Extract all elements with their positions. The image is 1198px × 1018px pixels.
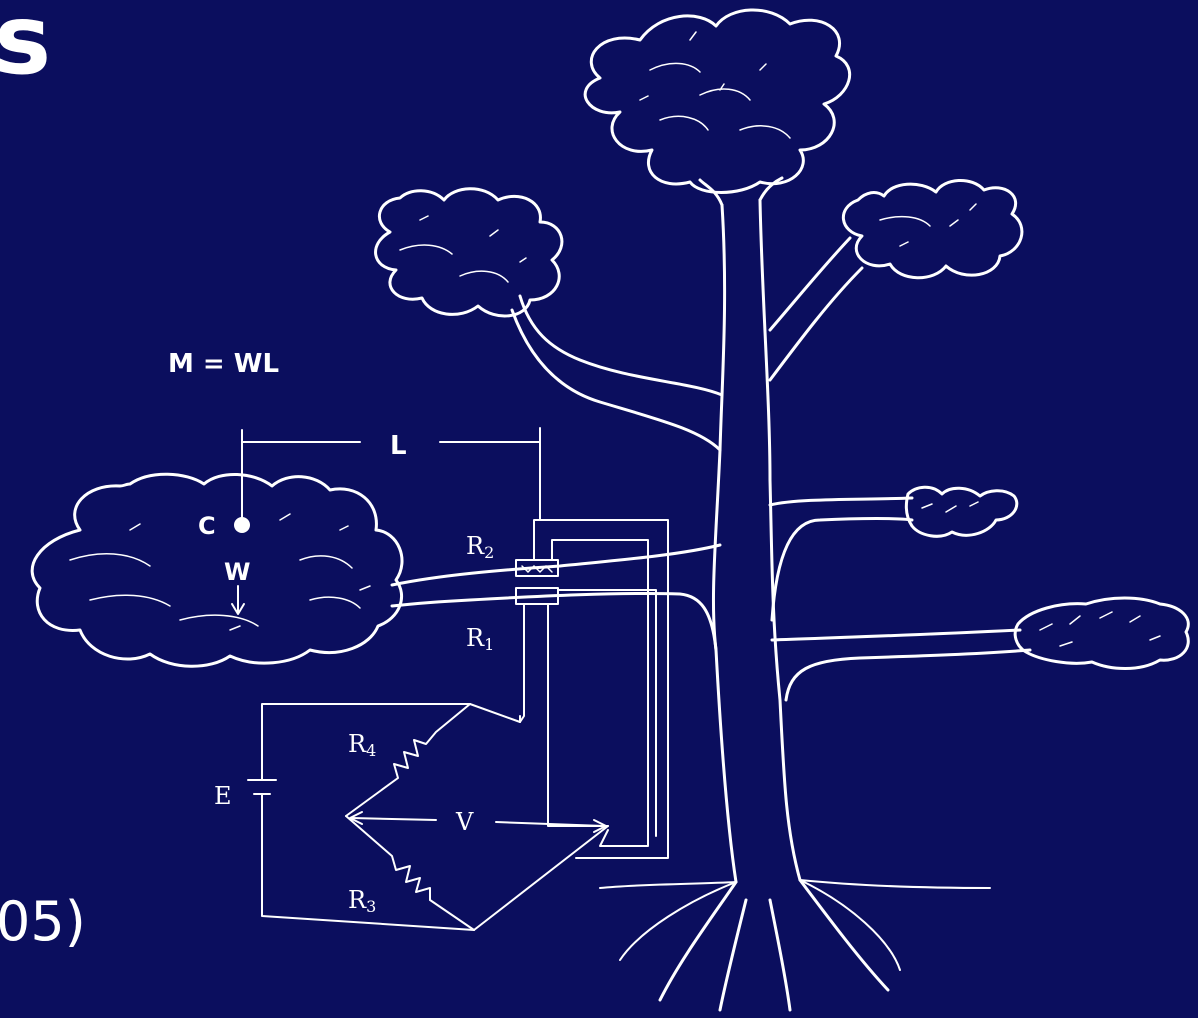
resistor-r4 bbox=[345, 703, 471, 817]
supply-loop bbox=[261, 703, 475, 931]
strain-gauge-r1 bbox=[515, 587, 559, 605]
center-of-mass-dot bbox=[234, 517, 250, 533]
lower-right-branch bbox=[770, 628, 1032, 702]
battery-icon bbox=[247, 779, 277, 795]
moment-formula: M = WL bbox=[168, 349, 279, 379]
slide-title-fragment: s bbox=[0, 0, 52, 96]
length-label: L bbox=[390, 431, 407, 461]
weight-label: W bbox=[224, 558, 250, 586]
middle-right-crown bbox=[904, 485, 1019, 538]
moment-arm-dimension bbox=[241, 427, 541, 521]
r4-label: R4 bbox=[348, 730, 376, 760]
gauge-wiring bbox=[519, 519, 669, 859]
top-branch bbox=[698, 176, 784, 207]
weight-arrow-icon bbox=[231, 585, 245, 615]
voltage-arrow bbox=[349, 811, 607, 833]
wheatstone-bridge bbox=[429, 703, 609, 931]
left-instrumented-branch bbox=[390, 543, 722, 652]
slide-citation-fragment: 05) bbox=[0, 890, 86, 953]
strain-gauge-r2 bbox=[515, 559, 559, 577]
resistor-r3 bbox=[345, 815, 431, 901]
tree-trunk bbox=[711, 198, 802, 884]
upper-right-branch bbox=[768, 236, 864, 382]
upper-left-branch bbox=[510, 294, 724, 452]
battery-label: E bbox=[214, 782, 232, 810]
r1-label: R1 bbox=[466, 624, 494, 654]
r3-label: R3 bbox=[348, 886, 376, 916]
big-left-crown bbox=[30, 472, 404, 668]
r2-label: R2 bbox=[466, 532, 494, 562]
upper-right-crown bbox=[841, 179, 1024, 280]
center-label: C bbox=[198, 512, 216, 540]
voltage-label: V bbox=[455, 808, 474, 836]
upper-left-crown bbox=[374, 187, 564, 318]
top-crown bbox=[583, 8, 852, 194]
middle-right-branch bbox=[768, 496, 914, 622]
lower-right-crown bbox=[1013, 596, 1190, 670]
roots bbox=[599, 878, 991, 1012]
